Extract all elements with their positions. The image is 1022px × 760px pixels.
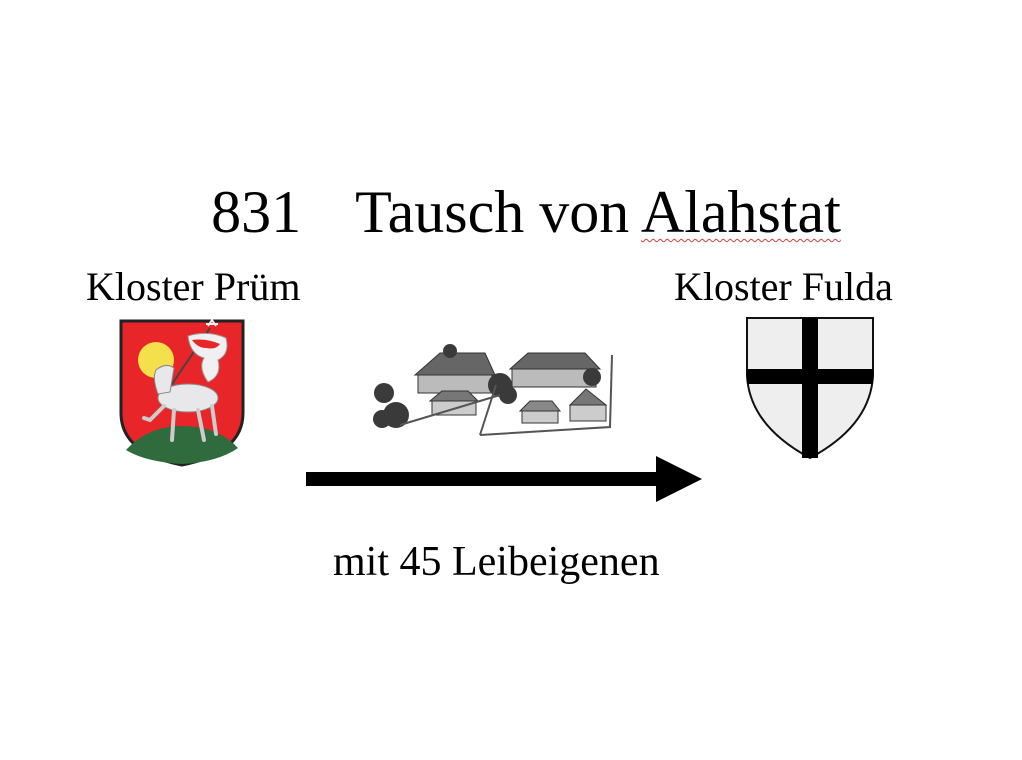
target-label: Kloster Fulda xyxy=(674,264,893,309)
coat-of-arms-black-cross-icon xyxy=(746,317,874,460)
slide-title: 831 Tausch von Alahstat xyxy=(0,104,1022,248)
title-place: Alahstat xyxy=(640,179,841,245)
title-year: 831 xyxy=(211,179,302,245)
coat-of-arms-lamb-of-god-icon xyxy=(119,318,245,467)
village-settlement-illustration-icon xyxy=(360,335,620,455)
title-text: Tausch von xyxy=(355,179,641,245)
arrow-caption: mit 45 Leibeigenen xyxy=(333,539,660,585)
transfer-arrow-icon xyxy=(306,456,702,502)
source-label: Kloster Prüm xyxy=(86,264,301,309)
